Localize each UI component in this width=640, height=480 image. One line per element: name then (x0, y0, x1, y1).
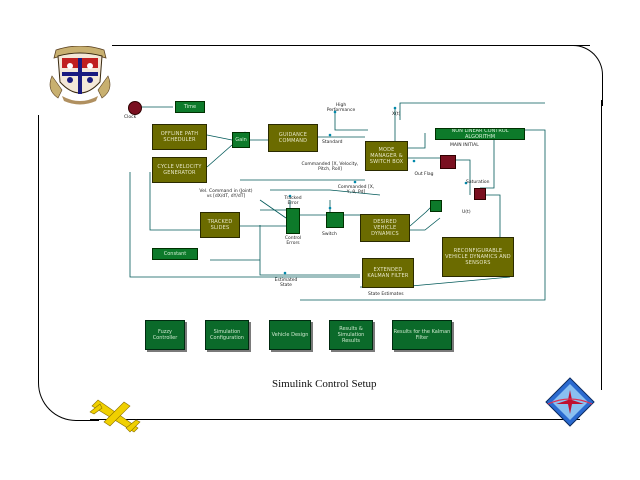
main-initial-label: MAIN INITIAL (450, 143, 479, 148)
desired-vehicle-dynamics-block[interactable]: DESIRED VEHICLE DYNAMICS (360, 214, 410, 242)
estimated-state-label: Estimated State (274, 278, 298, 288)
vehicle-design-button[interactable]: Vehicle Design (269, 320, 311, 350)
ut-label: U(t) (462, 210, 471, 215)
frame-bottom-line (90, 419, 580, 420)
high-performance-label: High Performance (326, 103, 356, 113)
results-simulation-button[interactable]: Results & Simulation Results (329, 320, 373, 350)
state-estimates-label: State Estimates (368, 292, 404, 297)
vel-command-label: Vel. Command in (Joint) vs [dX/dT, dY/dT… (199, 189, 253, 199)
frame-left-line (38, 115, 39, 375)
simulation-configuration-button[interactable]: Simulation Configuration (205, 320, 249, 350)
mode-switch-small-block[interactable] (430, 200, 442, 212)
university-crest-logo (49, 46, 111, 105)
out-flag-label: Out Flag (414, 172, 434, 177)
diamond-aircraft-badge (545, 377, 595, 427)
cycle-velocity-block[interactable]: CYCLE VELOCITY GENERATOR (152, 157, 207, 183)
clock-source-icon[interactable] (128, 101, 142, 115)
slide-caption: Simulink Control Setup (272, 378, 377, 390)
gain-block[interactable]: Gain (232, 132, 250, 148)
commanded-a-label: Commanded [X, Velocity, Pitch, Roll] (301, 162, 359, 172)
tracked-slides-block[interactable]: TRACKED SLIDES (200, 212, 240, 238)
saturation-block[interactable] (474, 188, 486, 200)
guidance-command-block[interactable]: GUIDANCE COMMAND (268, 124, 318, 152)
clock-label: Clock (124, 115, 137, 120)
extended-kalman-filter-block[interactable]: EXTENDED KALMAN FILTER (362, 258, 414, 288)
xd-label: X(t) (392, 112, 401, 117)
time-block[interactable]: Time (175, 101, 205, 113)
control-errors-label: Control Errors (284, 236, 302, 246)
switch-block[interactable] (326, 212, 344, 228)
kalman-results-button[interactable]: Results for the Kalman Filter (392, 320, 452, 350)
tracked-error-label: Tracked Error (284, 196, 302, 206)
offline-path-scheduler-block[interactable]: OFFLINE PATH SCHEDULER (152, 124, 207, 150)
frame-right-line (601, 100, 602, 390)
switch-label: Switch (322, 232, 337, 237)
frame-top-line (112, 45, 590, 46)
multiplexer-block[interactable] (440, 155, 456, 169)
nonlinear-control-block[interactable]: NON LINEAR CONTROL ALGORITHM (435, 128, 525, 140)
reconfigurable-vehicle-block[interactable]: RECONFIGURABLE VEHICLE DYNAMICS AND SENS… (442, 237, 514, 277)
standard-label: Standard (322, 140, 343, 145)
yellow-airplane-icon (89, 399, 141, 433)
constant-block[interactable]: Constant (152, 248, 198, 260)
mode-manager-block[interactable]: MODE MANAGER & SWITCH BOX (365, 141, 408, 171)
saturation-label: Saturation (466, 180, 490, 185)
sum-junction-block[interactable] (286, 208, 300, 234)
commanded-b-label: Commanded [X, Y, θ, Pd] (337, 185, 375, 195)
fuzzy-controller-button[interactable]: Fuzzy Controller (145, 320, 185, 350)
frame-top-right-corner (560, 45, 603, 106)
